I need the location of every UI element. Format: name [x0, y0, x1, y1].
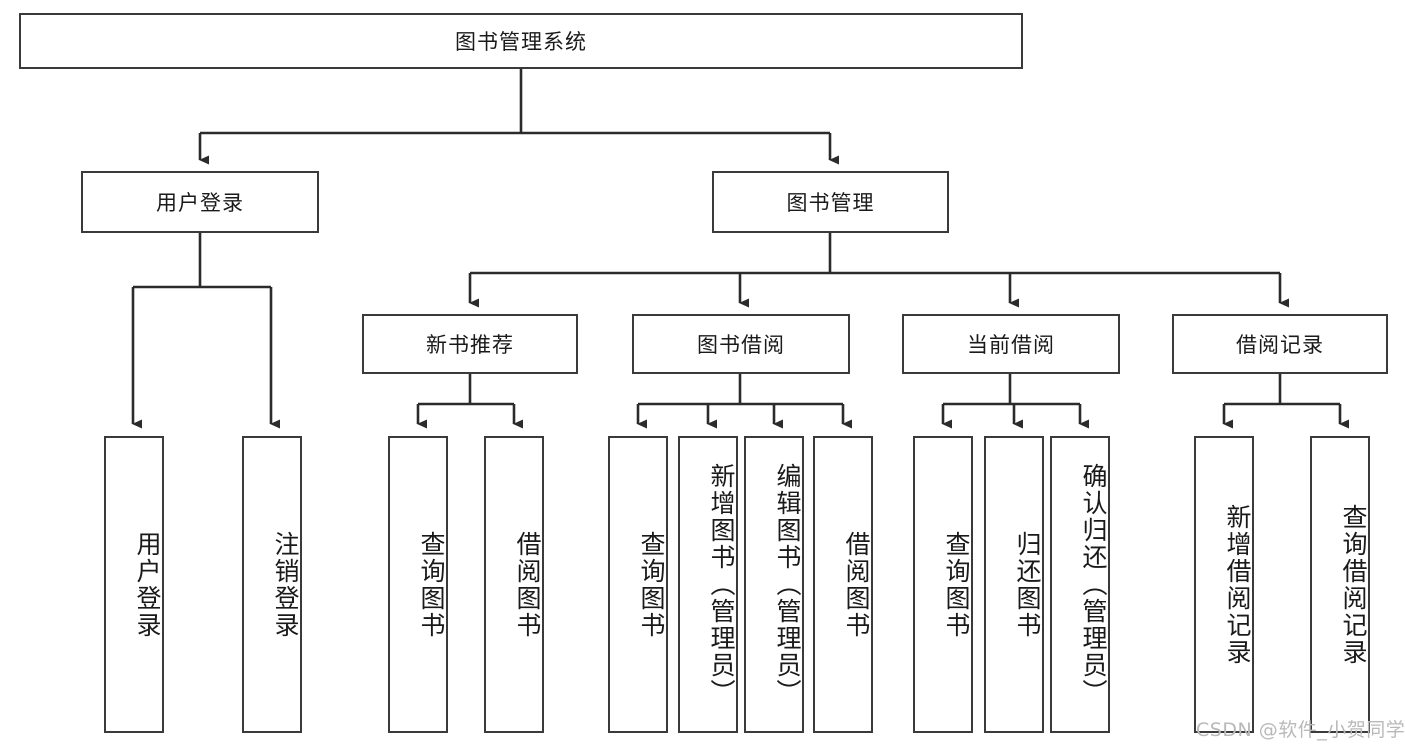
node-borrow-record[interactable]: 借阅记录 — [1172, 314, 1388, 374]
node-leaf-borrow-book[interactable]: 借阅图书 — [813, 436, 873, 733]
node-book-management[interactable]: 图书管理 — [712, 171, 949, 233]
node-current-borrow-label: 当前借阅 — [967, 333, 1055, 357]
node-leaf-label: 查询图书 — [942, 530, 971, 639]
node-leaf-query-book-borrow[interactable]: 查询图书 — [608, 436, 668, 733]
node-book-management-label: 图书管理 — [786, 191, 875, 215]
node-leaf-label: 确认归还（管理员） — [1079, 463, 1108, 706]
node-leaf-return-book[interactable]: 归还图书 — [984, 436, 1044, 733]
node-leaf-confirm-return-admin[interactable]: 确认归还（管理员） — [1050, 436, 1110, 733]
node-leaf-label: 归还图书 — [1013, 530, 1042, 639]
node-leaf-query-borrow-record[interactable]: 查询借阅记录 — [1310, 436, 1370, 733]
node-book-borrow-label: 图书借阅 — [697, 333, 785, 357]
node-borrow-record-label: 借阅记录 — [1236, 333, 1324, 357]
node-root[interactable]: 图书管理系统 — [19, 13, 1023, 69]
node-leaf-label: 编辑图书（管理员） — [773, 463, 802, 706]
node-leaf-label: 借阅图书 — [842, 530, 871, 639]
node-root-label: 图书管理系统 — [455, 30, 587, 54]
node-book-borrow[interactable]: 图书借阅 — [632, 314, 850, 374]
node-leaf-label: 用户登录 — [133, 530, 162, 639]
node-leaf-label: 新增图书（管理员） — [707, 463, 736, 706]
node-leaf-query-book-recommend[interactable]: 查询图书 — [388, 436, 448, 733]
node-current-borrow[interactable]: 当前借阅 — [902, 314, 1120, 374]
node-new-book-recommend[interactable]: 新书推荐 — [362, 314, 578, 374]
watermark-text: CSDN @软件_小贺同学 — [1196, 719, 1405, 741]
node-leaf-logout[interactable]: 注销登录 — [242, 436, 302, 733]
node-leaf-label: 查询图书 — [417, 530, 446, 639]
node-leaf-label: 查询借阅记录 — [1339, 503, 1368, 666]
node-leaf-borrow-book-recommend[interactable]: 借阅图书 — [484, 436, 544, 733]
node-leaf-label: 借阅图书 — [513, 530, 542, 639]
node-leaf-query-book-current[interactable]: 查询图书 — [913, 436, 973, 733]
node-leaf-add-book-admin[interactable]: 新增图书（管理员） — [678, 436, 738, 733]
node-leaf-add-borrow-record[interactable]: 新增借阅记录 — [1194, 436, 1254, 733]
node-user-login[interactable]: 用户登录 — [81, 171, 319, 233]
node-leaf-label: 注销登录 — [271, 530, 300, 639]
node-leaf-user-login[interactable]: 用户登录 — [104, 436, 164, 733]
node-leaf-label: 新增借阅记录 — [1223, 503, 1252, 666]
node-user-login-label: 用户登录 — [156, 191, 244, 215]
node-leaf-edit-book-admin[interactable]: 编辑图书（管理员） — [744, 436, 804, 733]
node-leaf-label: 查询图书 — [637, 530, 666, 639]
node-new-book-recommend-label: 新书推荐 — [426, 333, 514, 357]
